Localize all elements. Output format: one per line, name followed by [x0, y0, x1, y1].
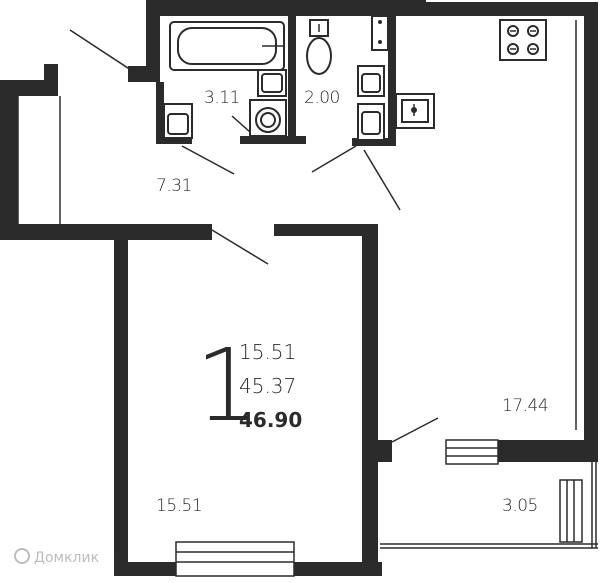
washbasin [257, 69, 287, 97]
watermark-text: Домклик [34, 550, 100, 566]
bathtub [169, 21, 285, 71]
radiator-marks [119, 20, 577, 555]
balcony-railing [380, 462, 598, 549]
kitchen-sink [395, 93, 435, 129]
bathroom-cabinet [163, 103, 193, 139]
domclick-logo-icon [14, 548, 30, 564]
room-area-bedroom: 15.51 [156, 496, 203, 516]
rooms-count: 1 [195, 327, 259, 444]
room-area-kitchen: 17.44 [502, 396, 549, 416]
kitchen-appliances [357, 65, 385, 141]
stove-icon [499, 19, 547, 61]
room-area-bathroom: 3.11 [204, 88, 240, 108]
windows [17, 96, 499, 577]
living-area: 15.51 [239, 340, 297, 364]
room-area-toilet: 2.00 [304, 88, 340, 108]
toilet-shelf [371, 15, 389, 51]
room-area-hallway: 7.31 [156, 176, 192, 196]
watermark: Домклик [14, 548, 99, 566]
washing-machine [231, 99, 287, 137]
toilet [306, 19, 332, 75]
doors [69, 29, 439, 443]
total-area-with-balcony: 46.90 [239, 408, 303, 432]
room-area-balcony: 3.05 [502, 496, 538, 516]
total-area: 45.37 [239, 374, 297, 398]
